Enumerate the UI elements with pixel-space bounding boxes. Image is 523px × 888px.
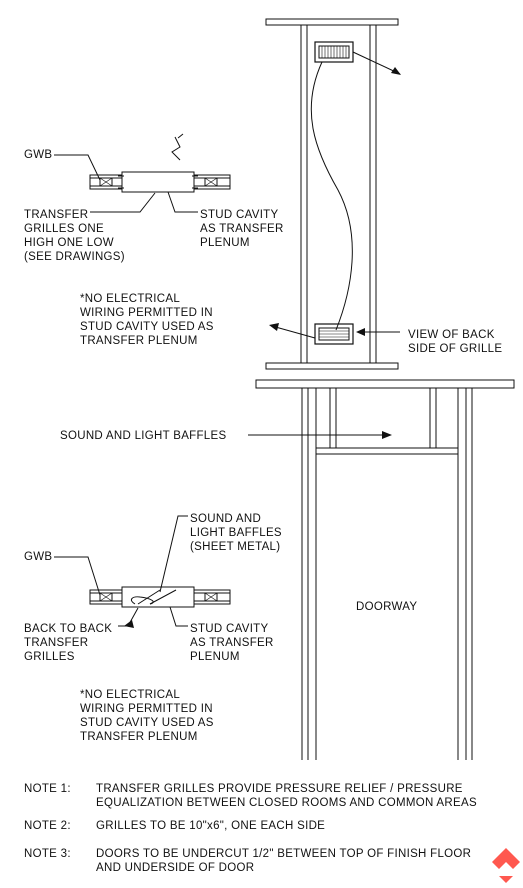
gwb-label-lower: GWB (24, 551, 52, 563)
baffle-plate-1 (137, 589, 161, 605)
stud-cavity-2: AS TRANSFER (200, 223, 284, 235)
note-2-label: NOTE 2: (24, 820, 71, 832)
stud-cavity-leader (167, 191, 198, 213)
lower-grille (314, 323, 354, 345)
gwb-leader-lower (54, 556, 101, 596)
general-notes: NOTE 1: TRANSFER GRILLES PROVIDE PRESSUR… (24, 783, 477, 874)
no-wiring-note-3: STUD CAVITY USED AS (80, 321, 214, 333)
stud-cavity-3: PLENUM (200, 237, 250, 249)
stud-cavity-lower-leader (169, 606, 188, 627)
no-wiring-lower-3: STUD CAVITY USED AS (80, 717, 214, 729)
note-3-label: NOTE 3: (24, 848, 71, 860)
upper-wall-elevation: VIEW OF BACK SIDE OF GRILLE (265, 18, 502, 370)
airflow-entry-line (271, 325, 316, 339)
top-plate (265, 18, 399, 26)
no-wiring-note-2: WIRING PERMITTED IN (80, 307, 213, 319)
back-to-back-3: GRILLES (24, 651, 75, 663)
note-1-line-2: EQUALIZATION BETWEEN CLOSED ROOMS AND CO… (96, 797, 477, 809)
note-3-line-2: AND UNDERSIDE OF DOOR (96, 862, 254, 874)
stud-cavity-lower-3: PLENUM (190, 651, 240, 663)
doorway-label: DOORWAY (356, 601, 417, 613)
back-to-back-2: TRANSFER (24, 637, 88, 649)
lower-plan-detail: GWB SOUND AND LIGHT BAFFLES (SHEET METAL… (24, 513, 282, 743)
view-back-arrowhead (356, 328, 365, 336)
break-symbol (171, 133, 184, 161)
baffles-arrowhead (382, 431, 392, 439)
baffles-detail-2: LIGHT BAFFLES (190, 527, 282, 539)
gwb-leader (54, 154, 101, 181)
transfer-grilles-4: (SEE DRAWINGS) (24, 251, 125, 263)
baffles-detail-leader (159, 515, 188, 593)
note-1-line-1: TRANSFER GRILLES PROVIDE PRESSURE RELIEF… (96, 783, 463, 795)
baffles-detail-3: (SHEET METAL) (190, 541, 280, 553)
left-stud-hatch (99, 177, 113, 187)
no-wiring-lower-4: TRANSFER PLENUM (80, 731, 198, 743)
transfer-grilles-1: TRANSFER (24, 209, 88, 221)
no-wiring-note-4: TRANSFER PLENUM (80, 335, 198, 347)
baffle-plate-2 (149, 589, 177, 605)
no-wiring-note-1: *NO ELECTRICAL (80, 293, 180, 305)
note-1-label: NOTE 1: (24, 783, 71, 795)
view-back-label-2: SIDE OF GRILLE (408, 343, 502, 355)
transfer-grilles-3: HIGH ONE LOW (24, 237, 114, 249)
note-3-line-1: DOORS TO BE UNDERCUT 1/2" BETWEEN TOP OF… (96, 848, 471, 860)
transfer-grilles-leader (90, 192, 156, 213)
upper-grille (314, 41, 354, 63)
lower-doorway-elevation: SOUND AND LIGHT BAFFLES DOORWAY (60, 379, 515, 760)
note-2-line-1: GRILLES TO BE 10"x6", ONE EACH SIDE (96, 820, 325, 832)
stud-cavity-lower-1: STUD CAVITY (190, 623, 269, 635)
corner-watermark-logo (492, 848, 520, 883)
upper-plan-detail: GWB TRANSFER GRILLES ONE HIGH ONE LOW (S… (24, 133, 284, 347)
transfer-cavity (121, 171, 195, 193)
transfer-grilles-2: GRILLES ONE (24, 223, 104, 235)
baffles-detail-1: SOUND AND (190, 513, 261, 525)
baffles-label: SOUND AND LIGHT BAFFLES (60, 430, 226, 442)
right-stud-hatch (204, 177, 218, 187)
transfer-cavity-lower (121, 586, 195, 608)
bottom-plate (265, 362, 399, 370)
no-wiring-lower-2: WIRING PERMITTED IN (80, 703, 213, 715)
stud-cavity-1: STUD CAVITY (200, 209, 279, 221)
airflow-arrowhead-lower (269, 323, 279, 331)
airflow-exit-arrow (352, 51, 401, 75)
view-back-label-1: VIEW OF BACK (408, 329, 495, 341)
back-to-back-1: BACK TO BACK (24, 623, 112, 635)
back-to-back-arrowhead (124, 620, 134, 628)
gwb-label: GWB (24, 149, 52, 161)
stud-cavity-lower-2: AS TRANSFER (190, 637, 274, 649)
no-wiring-lower-1: *NO ELECTRICAL (80, 689, 180, 701)
airflow-path (310, 61, 353, 331)
airflow-arrowhead-upper (391, 67, 401, 75)
airflow-loop (130, 596, 154, 605)
door-head-plate (255, 379, 515, 389)
